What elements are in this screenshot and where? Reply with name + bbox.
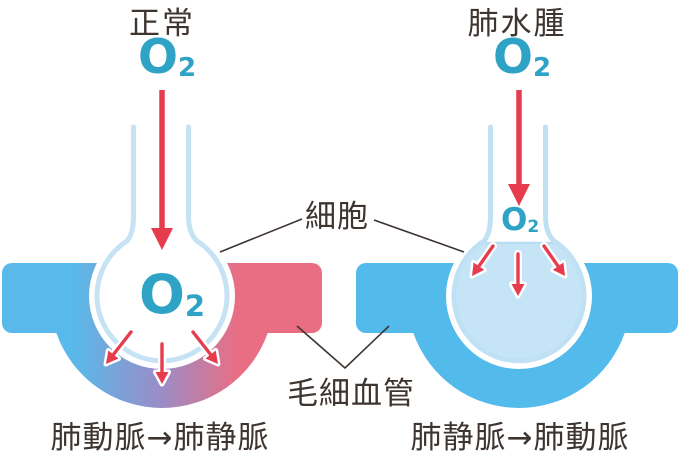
annotation-cell: 細胞 <box>219 199 465 253</box>
left-flow-label: 肺動脈→肺静脈 <box>51 420 270 456</box>
edema-alveolus-group: O2 <box>446 90 592 369</box>
o2-label-left-top: O2 <box>138 30 196 85</box>
arrow-head-icon <box>508 184 530 206</box>
normal-alveolus-group: O2 <box>89 90 235 387</box>
diffusion-arrows-left <box>103 328 221 387</box>
left-title: 正常 <box>129 6 195 42</box>
alveolus-cell-right-outline <box>451 124 587 364</box>
capillary-label: 毛細血管 <box>287 376 415 412</box>
capillary-pointer-lines <box>296 325 390 369</box>
diffusion-arrow-right <box>540 242 568 279</box>
diffusion-arrow-left <box>103 328 135 367</box>
diffusion-arrows-right <box>469 242 568 299</box>
diffusion-arrow-left <box>469 242 497 279</box>
annotation-capillary: 毛細血管 <box>287 325 415 412</box>
o2-label-right-top: O2 <box>493 30 551 85</box>
diffusion-arrow-center <box>509 250 527 299</box>
edema-fluid <box>454 243 583 361</box>
right-title: 肺水腫 <box>468 6 567 42</box>
o2-label-left-alveolus: O2 <box>139 263 205 326</box>
diffusion-arrow-center <box>153 340 171 387</box>
o2-inflow-arrow-left <box>151 90 173 250</box>
o2-inflow-arrow-right <box>508 90 530 206</box>
cell-pointer-line-left <box>219 218 303 253</box>
diffusion-arrow-right <box>189 328 221 367</box>
o2-label-right-airway: O2 <box>501 202 539 238</box>
capillary-bulge-right <box>413 333 625 408</box>
right-flow-label: 肺静脈→肺動脈 <box>411 420 630 456</box>
cell-label: 細胞 <box>305 199 369 235</box>
cell-pointer-line-right <box>373 219 465 253</box>
arrow-head-icon <box>151 228 173 250</box>
